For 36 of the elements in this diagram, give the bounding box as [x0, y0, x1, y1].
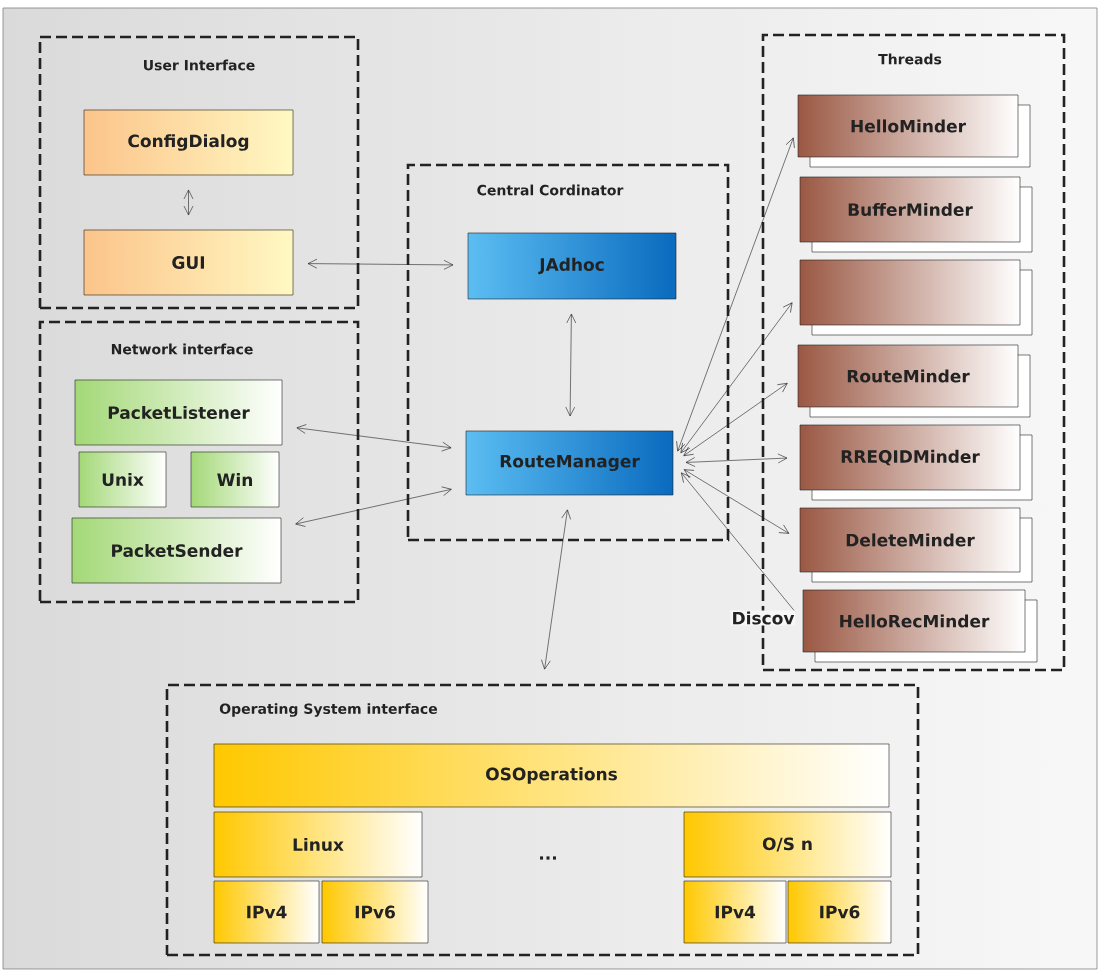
arrow — [680, 302, 793, 454]
arrow — [683, 382, 788, 457]
arrow — [685, 453, 788, 467]
component-box: O/S n — [683, 811, 892, 878]
component-box: IPv4 — [213, 880, 320, 944]
empty-box — [799, 259, 1033, 336]
thread-box: HelloRecMinder — [802, 589, 1038, 663]
component-box: IPv6 — [321, 880, 429, 944]
thread-box: RouteMinder — [797, 344, 1031, 418]
arrow — [307, 258, 454, 270]
component-box: PacketListener — [74, 379, 283, 446]
component-box: Win — [190, 451, 280, 508]
arrow — [296, 424, 452, 452]
arrow — [683, 469, 790, 534]
arrow — [541, 509, 571, 670]
arrow — [183, 189, 194, 216]
arrow — [565, 313, 577, 417]
thread-box: RREQIDMinder — [799, 424, 1033, 501]
component-box: RouteManager — [465, 430, 674, 496]
component-box: PacketSender — [71, 517, 282, 584]
arrow — [681, 472, 796, 612]
thread-box: HelloMinder — [797, 94, 1031, 168]
component-box: JAdhoc — [467, 232, 677, 300]
component-box: Unix — [78, 451, 167, 508]
arrow — [676, 137, 795, 452]
label-text: Discov — [730, 610, 796, 626]
dots-text: ... — [540, 856, 556, 860]
arrow — [295, 486, 452, 527]
thread-box: DeleteMinder — [799, 507, 1033, 583]
component-box: IPv4 — [683, 880, 787, 944]
thread-box: BufferMinder — [799, 176, 1033, 253]
component-box: GUI — [83, 229, 294, 296]
component-box: Linux — [213, 811, 423, 878]
component-box: IPv6 — [787, 880, 892, 944]
component-box: ConfigDialog — [83, 109, 294, 176]
component-box: OSOperations — [213, 743, 890, 808]
